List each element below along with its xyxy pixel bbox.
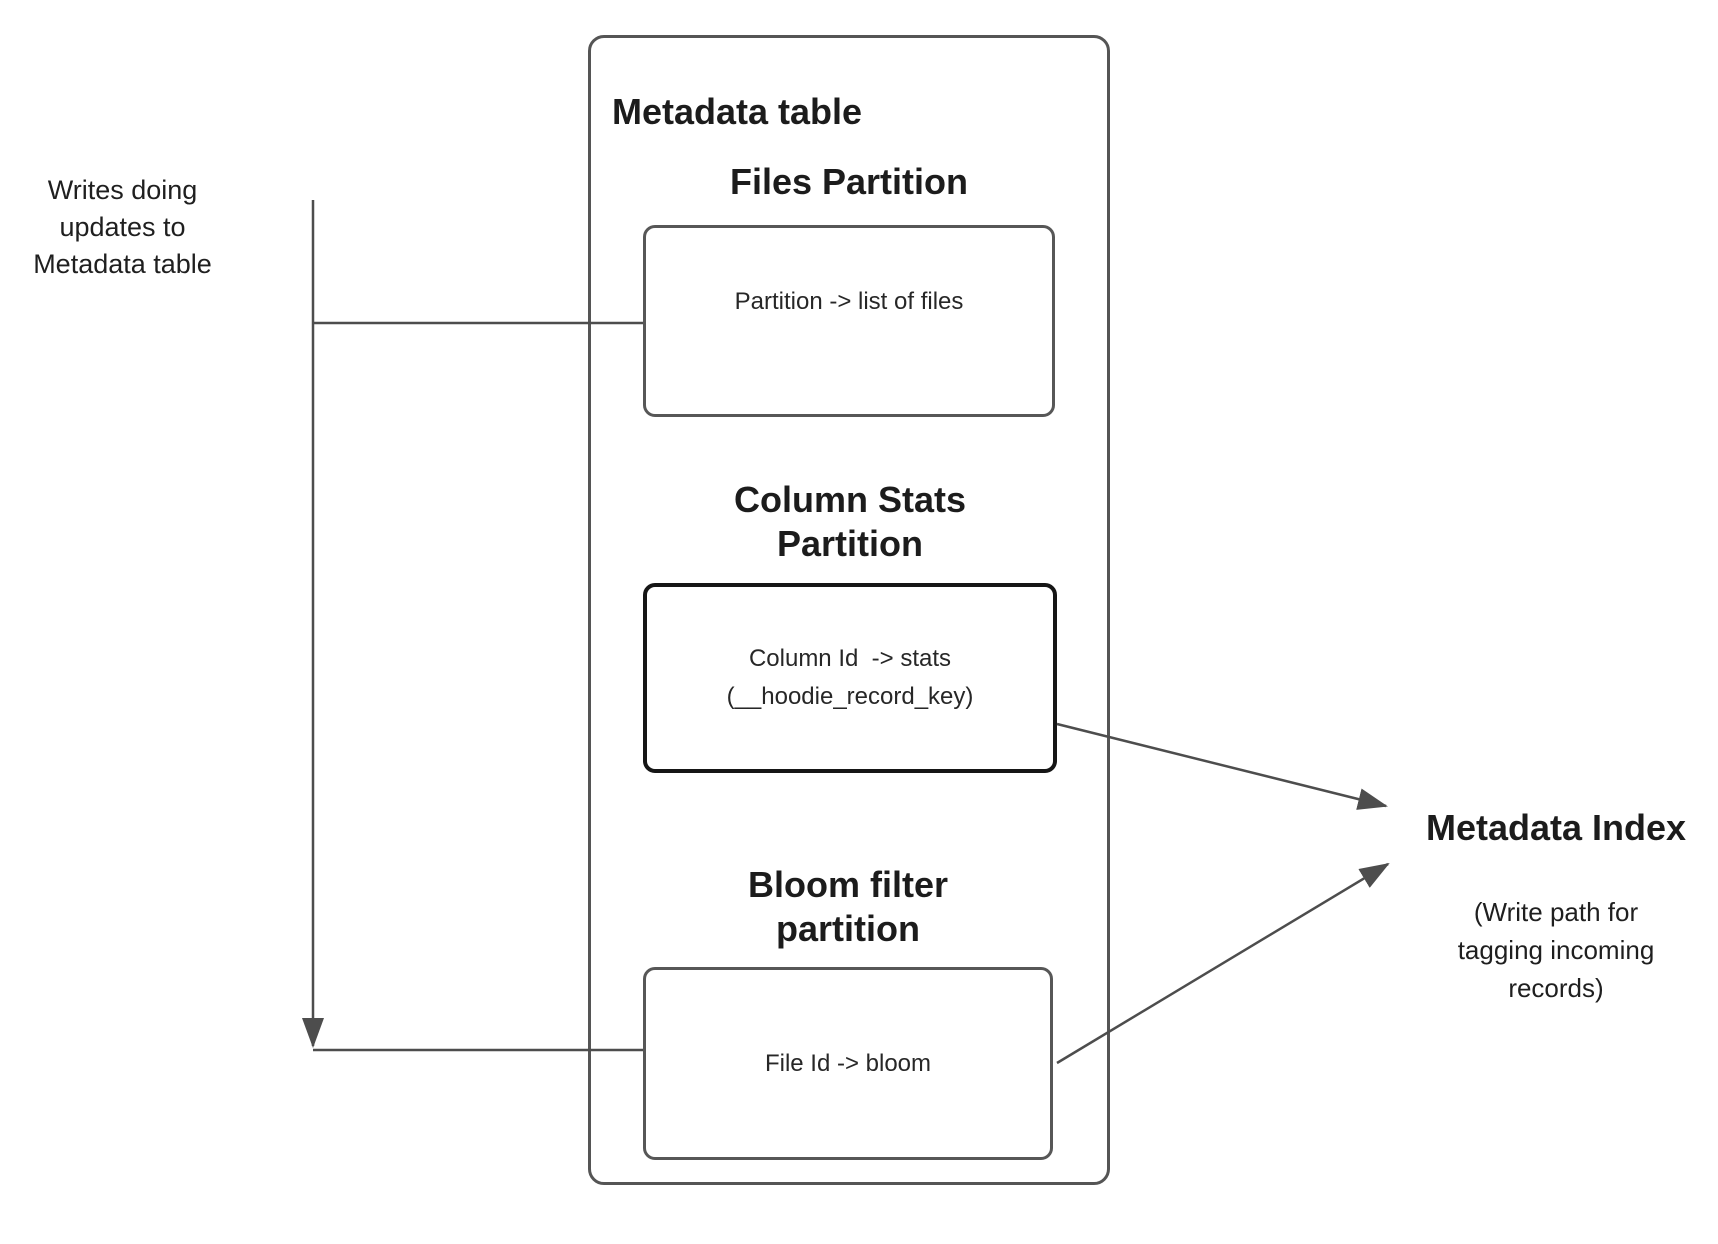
bloom-filter-mapping-text: File Id -> bloom <box>764 1049 932 1077</box>
bloom-filter-partition-content: File Id -> bloom <box>646 970 1050 1157</box>
column-stats-partition-box: Column Id -> stats (__hoodie_record_key) <box>643 583 1057 773</box>
metadata-table-title: Metadata table <box>612 91 863 132</box>
writes-note-line: Metadata table <box>33 249 212 279</box>
column-stats-heading-line: Column Stats <box>733 479 966 520</box>
files-partition-box: Partition -> list of files <box>643 225 1055 417</box>
files-partition-heading-line: Files Partition <box>729 161 969 202</box>
column-stats-partition-heading: Column Stats Partition <box>643 478 1057 566</box>
column-stats-partition-content: Column Id -> stats (__hoodie_record_key) <box>647 587 1053 769</box>
files-partition-heading: Files Partition <box>643 160 1055 204</box>
metadata-index-note-line: (Write path for <box>1473 897 1639 927</box>
column-stats-record-key-text: (__hoodie_record_key) <box>726 683 974 710</box>
writes-note: Writes doing updates to Metadata table <box>15 172 230 283</box>
files-partition-content: Partition -> list of files <box>646 283 1052 321</box>
bloom-filter-heading-line: partition <box>776 908 920 949</box>
writes-note-line: updates to <box>59 212 186 242</box>
metadata-index-note-line: records) <box>1508 973 1604 1003</box>
metadata-index-title: Metadata Index <box>1425 807 1687 848</box>
bloom-filter-partition-heading: Bloom filter partition <box>643 863 1053 951</box>
metadata-index-note-line: tagging incoming <box>1457 935 1655 965</box>
metadata-table-box <box>588 35 1110 1185</box>
bloom-filter-heading-line: Bloom filter <box>747 864 948 905</box>
column-stats-mapping-text: Column Id -> stats <box>748 645 952 672</box>
metadata-index-note: (Write path for tagging incoming records… <box>1396 893 1716 1007</box>
column-stats-heading-line: Partition <box>776 523 923 564</box>
writes-note-line: Writes doing <box>47 175 198 205</box>
files-partition-mapping-text: Partition -> list of files <box>734 288 964 315</box>
bloom-filter-partition-box: File Id -> bloom <box>643 967 1053 1160</box>
